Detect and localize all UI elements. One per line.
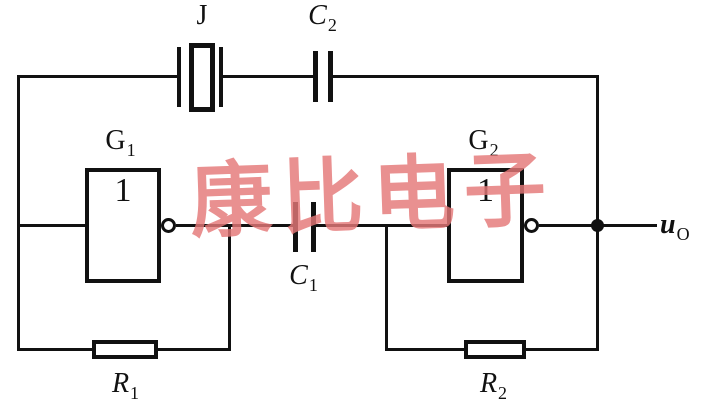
- wire-right-vertical: [596, 75, 599, 351]
- wire-top-left-segment: [17, 75, 178, 78]
- crystal-body: [189, 43, 215, 112]
- label-c1-main: C: [289, 260, 308, 291]
- watermark-char-1: 康: [188, 151, 274, 251]
- wire-top-right-segment: [333, 75, 599, 78]
- label-g2: G2: [459, 125, 507, 160]
- wire-g1-input: [17, 224, 85, 227]
- label-g1-main: G: [105, 125, 126, 156]
- label-r2-main: R: [479, 368, 498, 399]
- label-output-uo: uO: [660, 209, 702, 244]
- label-r2-sub: 2: [498, 383, 508, 403]
- output-junction-dot: [591, 219, 604, 232]
- gate-g1-function-label: 1: [114, 172, 132, 209]
- label-output-uo-sub: O: [676, 224, 690, 244]
- gate-g2-body: [447, 168, 524, 283]
- gate-g2-function-label: 1: [477, 172, 494, 209]
- label-c1: C1: [281, 260, 325, 295]
- capacitor-c2-plate-right: [328, 51, 333, 102]
- wire-g1-output-to-c1: [176, 224, 293, 227]
- gate-g1-body: [85, 168, 161, 283]
- label-g2-main: G: [468, 125, 489, 156]
- label-g1-sub: 1: [126, 140, 136, 160]
- gate-g1-inversion-bubble-icon: [161, 218, 176, 233]
- label-c2: C2: [300, 0, 344, 35]
- label-r1-main: R: [111, 368, 130, 399]
- label-c2-main: C: [308, 0, 327, 31]
- wire-left-vertical: [17, 75, 20, 351]
- wire-c1-to-g2: [316, 224, 447, 227]
- label-c2-sub: 2: [327, 15, 337, 35]
- resistor-r2-body: [464, 340, 526, 359]
- label-g1: G1: [96, 125, 144, 160]
- capacitor-c1-plate-left: [293, 202, 298, 252]
- label-crystal-j: J: [186, 2, 218, 30]
- crystal-plate-right: [219, 47, 223, 107]
- wire-top-mid-segment: [223, 75, 314, 78]
- wire-feedback-left-vertical: [228, 224, 231, 351]
- label-g2-sub: 2: [489, 140, 499, 160]
- wire-feedback-right-vertical: [385, 224, 388, 351]
- capacitor-c2-plate-left: [313, 51, 318, 102]
- label-crystal-j-text: J: [196, 0, 208, 31]
- gate-g2-inversion-bubble-icon: [524, 218, 539, 233]
- resistor-r1-body: [92, 340, 158, 359]
- crystal-plate-left: [177, 47, 181, 107]
- label-r1: R1: [100, 368, 150, 403]
- label-r1-sub: 1: [130, 383, 140, 403]
- label-output-uo-main: u: [660, 209, 676, 240]
- label-c1-sub: 1: [308, 275, 318, 295]
- capacitor-c1-plate-right: [311, 202, 316, 252]
- label-r2: R2: [468, 368, 518, 403]
